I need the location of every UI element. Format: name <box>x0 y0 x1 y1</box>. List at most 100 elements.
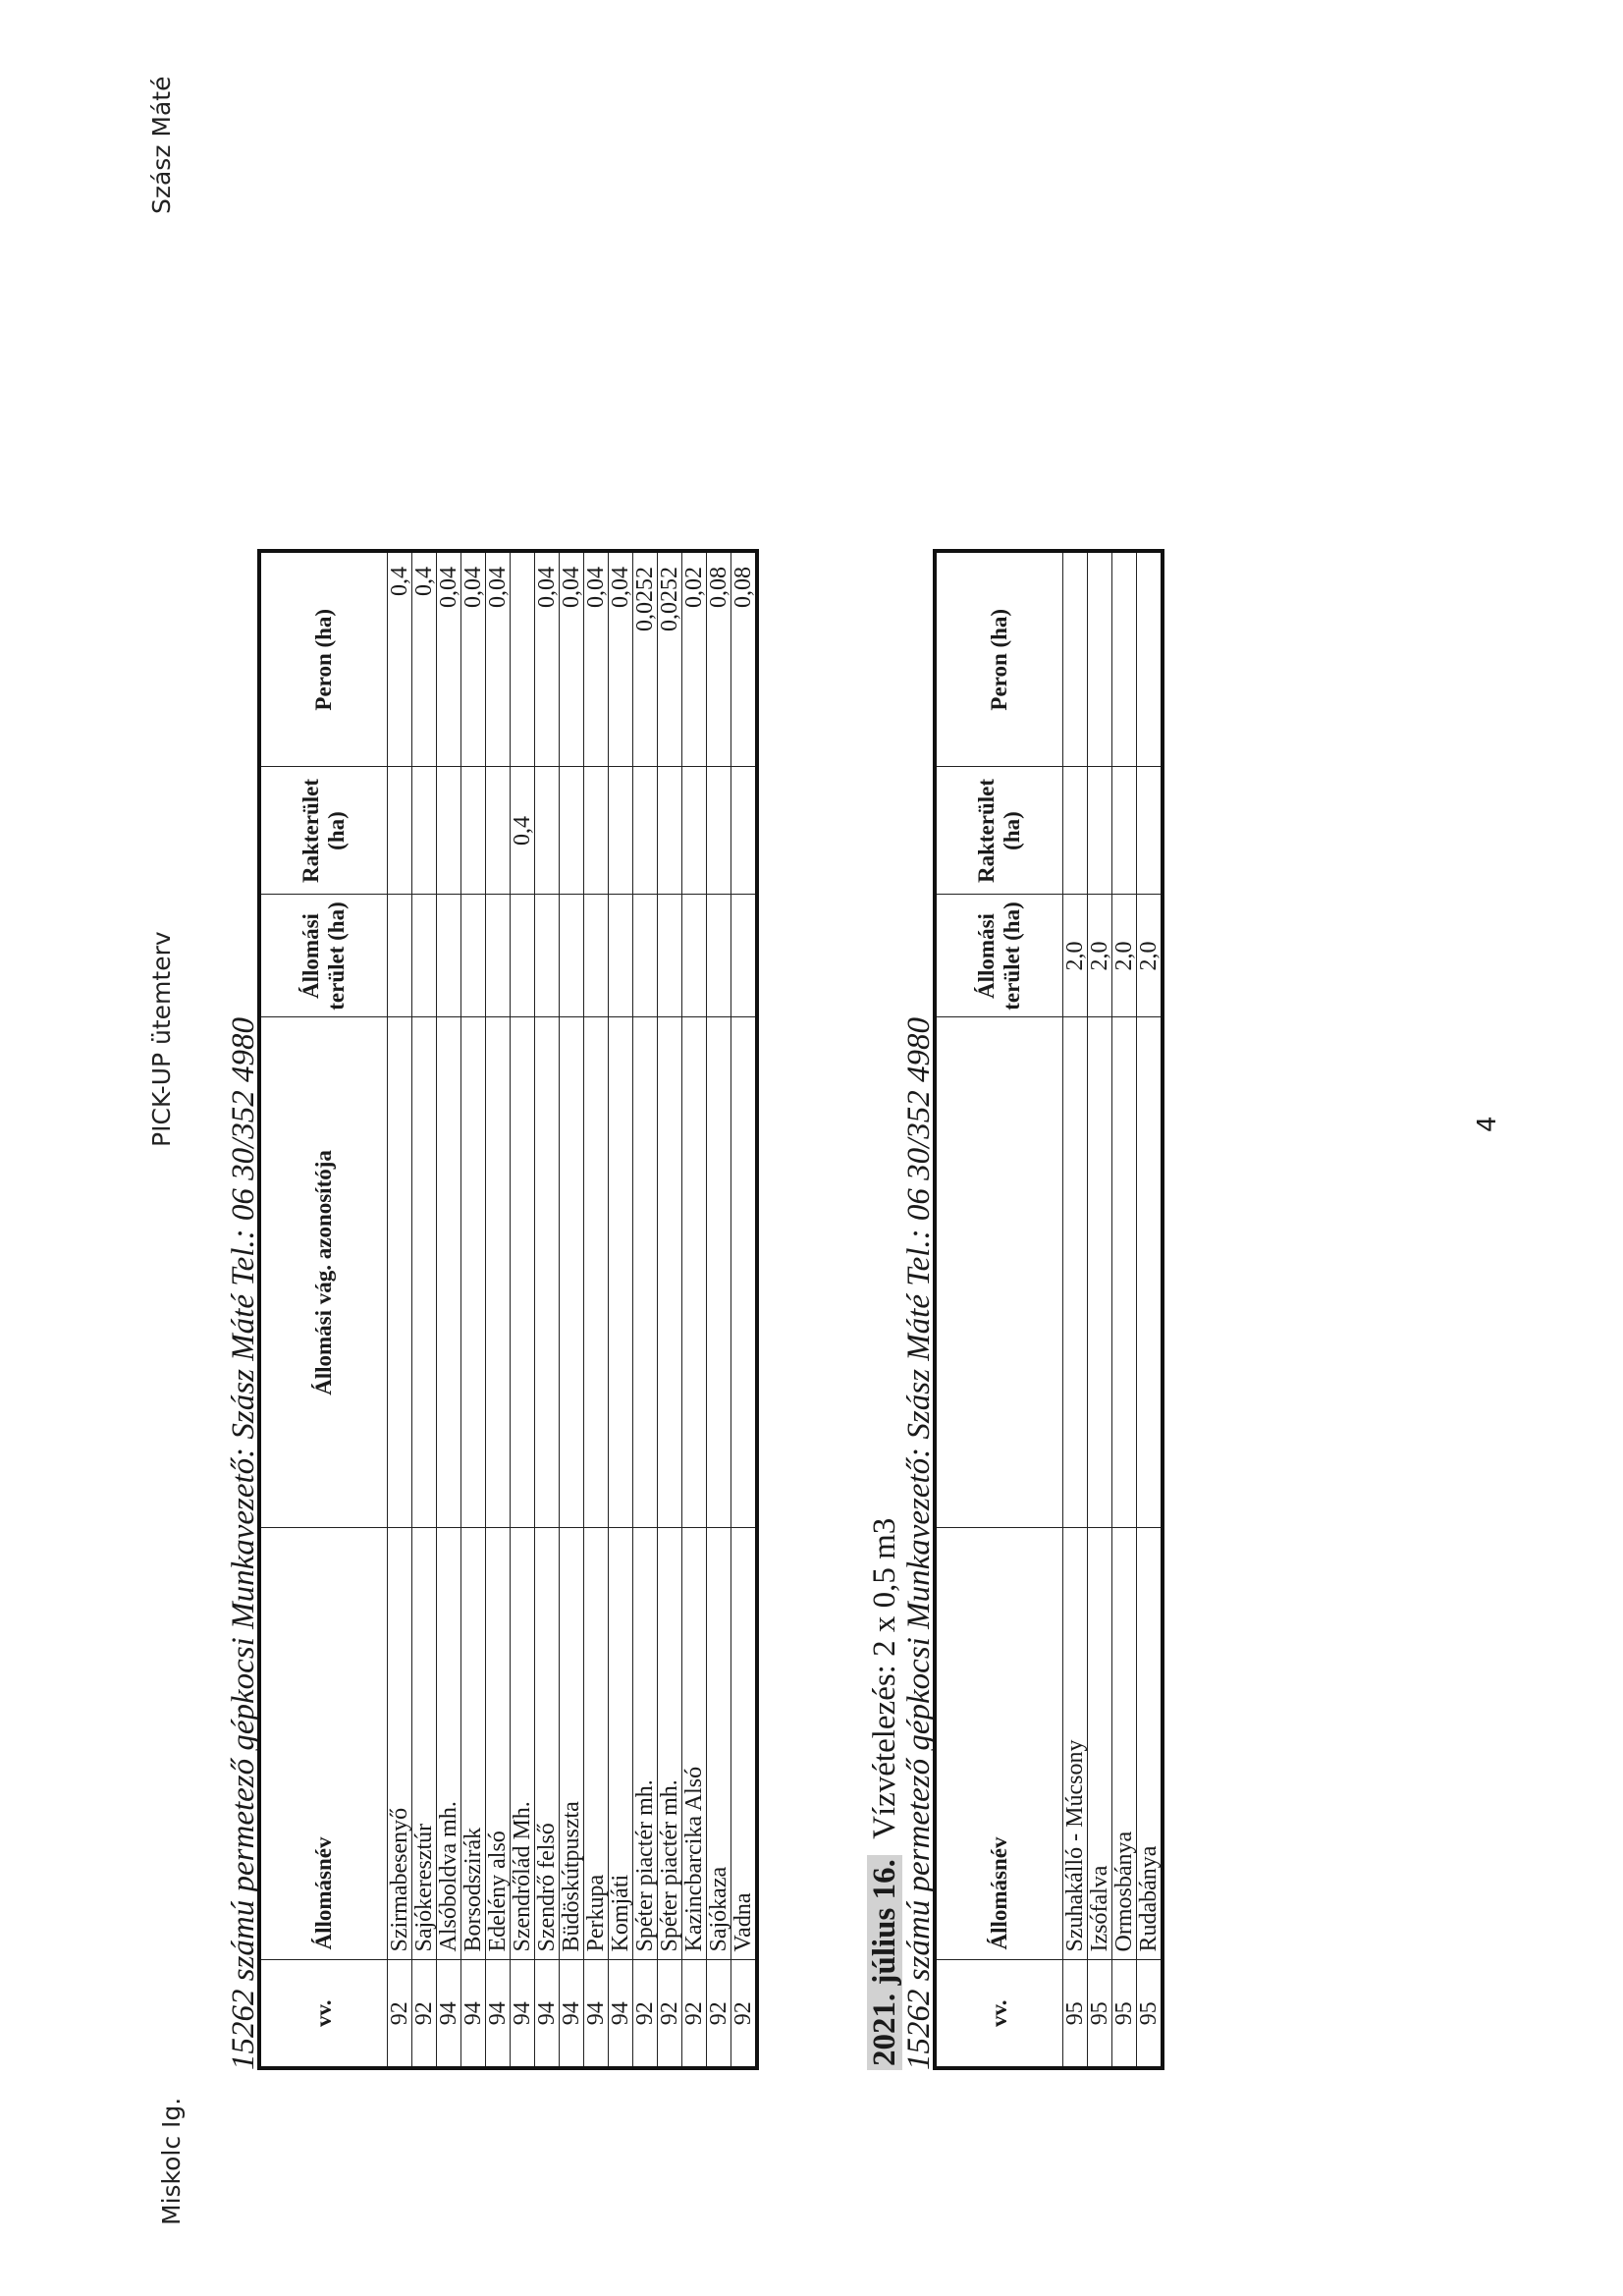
cell-vv: 95 <box>1111 1960 1136 2068</box>
cell-vv: 94 <box>510 1960 534 2068</box>
cell-platform-area: 0,04 <box>460 551 485 767</box>
cell-station-area: 2,0 <box>1062 895 1087 1017</box>
cell-track-id <box>632 1017 657 1528</box>
cell-station-name: Szirmabesenyő <box>387 1528 411 1960</box>
cell-station-area <box>436 895 460 1017</box>
cell-station-name: Szuhakálló - Múcsony <box>1062 1528 1087 1960</box>
cell-station-area <box>608 895 632 1017</box>
cell-storage-area <box>1062 767 1087 895</box>
cell-storage-area <box>681 767 706 895</box>
cell-track-id <box>436 1017 460 1528</box>
cell-station-area: 2,0 <box>1111 895 1136 1017</box>
section2-caption: 15262 számú permetező gépkocsi Munkaveze… <box>901 1016 937 2070</box>
cell-vv: 92 <box>706 1960 730 2068</box>
cell-station-name: Kazincbarcika Alsó <box>681 1528 706 1960</box>
cell-station-name: Szendrő felső <box>534 1528 559 1960</box>
cell-vv: 95 <box>1062 1960 1087 2068</box>
cell-station-name: Komjáti <box>608 1528 632 1960</box>
cell-storage-area <box>657 767 681 895</box>
cell-vv: 92 <box>681 1960 706 2068</box>
cell-vv: 94 <box>559 1960 583 2068</box>
col-header: Rakterület (ha) <box>259 767 387 895</box>
cell-platform-area: 0,4 <box>411 551 436 767</box>
cell-station-area <box>706 895 730 1017</box>
cell-track-id <box>1062 1017 1087 1528</box>
cell-station-area <box>730 895 757 1017</box>
cell-vv: 95 <box>1087 1960 1111 2068</box>
cell-station-area <box>510 895 534 1017</box>
section2-table: vv. Állomásnév Állomási terület (ha) Rak… <box>933 549 1164 2070</box>
cell-track-id <box>510 1017 534 1528</box>
cell-vv: 94 <box>583 1960 608 2068</box>
cell-storage-area <box>730 767 757 895</box>
cell-station-name: Rudabánya <box>1136 1528 1163 1960</box>
cell-track-id <box>1087 1017 1111 1528</box>
cell-track-id <box>411 1017 436 1528</box>
col-header: Állomásnév <box>259 1528 387 1960</box>
cell-platform-area: 0,04 <box>559 551 583 767</box>
cell-storage-area <box>411 767 436 895</box>
cell-station-area <box>485 895 510 1017</box>
cell-station-area <box>387 895 411 1017</box>
cell-station-name: Edelény alsó <box>485 1528 510 1960</box>
cell-platform-area: 0,0252 <box>657 551 681 767</box>
cell-storage-area <box>1087 767 1111 895</box>
water-note: Vízvételezés: 2 x 0,5 m3 <box>867 1517 902 1839</box>
cell-track-id <box>387 1017 411 1528</box>
cell-station-area <box>583 895 608 1017</box>
section1-header-row: vv. Állomásnév Állomási vág. azonosítója… <box>259 551 387 2068</box>
cell-station-area <box>411 895 436 1017</box>
cell-vv: 94 <box>534 1960 559 2068</box>
cell-station-area: 2,0 <box>1087 895 1111 1017</box>
cell-track-id <box>730 1017 757 1528</box>
cell-station-name: Büdöskútpuszta <box>559 1528 583 1960</box>
cell-station-area <box>657 895 681 1017</box>
header-left: Miskolc Ig. <box>157 2097 186 2225</box>
cell-platform-area <box>1111 551 1136 767</box>
cell-platform-area: 0,04 <box>436 551 460 767</box>
cell-platform-area: 0,04 <box>608 551 632 767</box>
cell-vv: 95 <box>1136 1960 1163 2068</box>
cell-platform-area: 0,04 <box>485 551 510 767</box>
cell-vv: 92 <box>657 1960 681 2068</box>
cell-track-id <box>657 1017 681 1528</box>
cell-track-id <box>1136 1017 1163 1528</box>
cell-vv: 94 <box>485 1960 510 2068</box>
cell-station-name: Sajókeresztúr <box>411 1528 436 1960</box>
cell-storage-area <box>632 767 657 895</box>
cell-station-area <box>460 895 485 1017</box>
col-header: Állomási terület (ha) <box>259 895 387 1017</box>
cell-station-name: Sajókaza <box>706 1528 730 1960</box>
cell-platform-area: 0,08 <box>730 551 757 767</box>
col-header: Peron (ha) <box>259 551 387 767</box>
cell-vv: 92 <box>632 1960 657 2068</box>
cell-station-name: Izsófalva <box>1087 1528 1111 1960</box>
cell-track-id <box>583 1017 608 1528</box>
cell-station-area <box>632 895 657 1017</box>
cell-station-area: 2,0 <box>1136 895 1163 1017</box>
cell-storage-area <box>534 767 559 895</box>
cell-storage-area <box>559 767 583 895</box>
col-header: Rakterület (ha) <box>935 767 1062 895</box>
cell-station-name: Szendrőlád Mh. <box>510 1528 534 1960</box>
cell-station-area <box>534 895 559 1017</box>
cell-storage-area <box>485 767 510 895</box>
cell-track-id <box>460 1017 485 1528</box>
cell-track-id <box>608 1017 632 1528</box>
cell-vv: 94 <box>460 1960 485 2068</box>
cell-storage-area <box>608 767 632 895</box>
